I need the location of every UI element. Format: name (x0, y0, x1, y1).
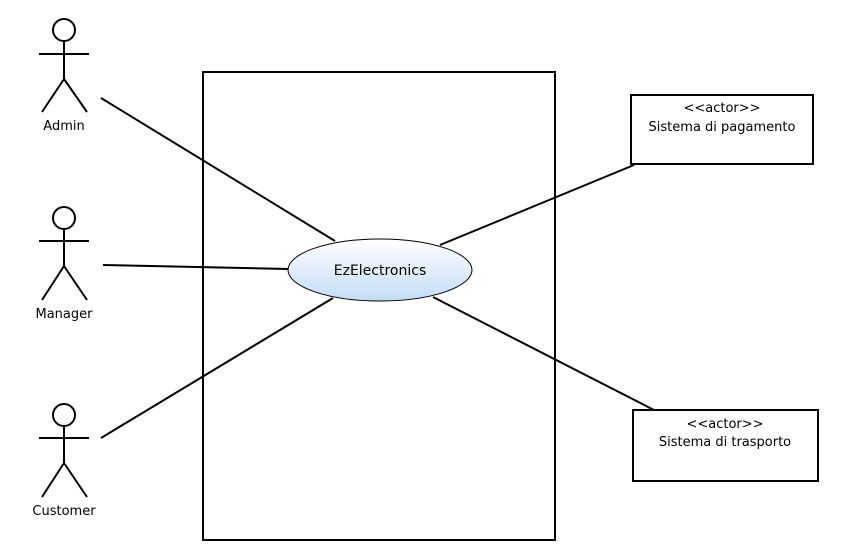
stick-figure-icon (39, 403, 89, 498)
external-system-shipping[interactable]: <<actor>> Sistema di trasporto (632, 409, 819, 482)
use-case-ellipse (287, 238, 473, 302)
stereotype-label: <<actor>> (683, 101, 760, 116)
external-system-box (630, 94, 814, 165)
actor-label: Customer (32, 504, 96, 519)
external-system-label: Sistema di pagamento (649, 120, 796, 135)
actor-customer[interactable]: Customer (32, 403, 96, 519)
association-payment (439, 164, 635, 246)
use-case-ezelectronics[interactable]: EzElectronics (287, 238, 473, 302)
association-shipping (432, 296, 655, 411)
association-manager (102, 264, 289, 270)
association-admin (100, 97, 336, 242)
actor-admin[interactable]: Admin (39, 18, 89, 134)
stereotype-label: <<actor>> (686, 417, 763, 432)
actor-manager[interactable]: Manager (36, 206, 94, 322)
stick-figure-icon (39, 206, 89, 301)
association-customer (100, 297, 334, 439)
actor-label: Manager (36, 307, 94, 322)
external-system-box (632, 409, 819, 482)
stick-figure-icon (39, 18, 89, 113)
system-boundary (202, 71, 556, 541)
external-system-payment[interactable]: <<actor>> Sistema di pagamento (630, 94, 814, 165)
actor-label: Admin (43, 119, 84, 134)
external-system-label: Sistema di trasporto (659, 435, 791, 450)
use-case-label: EzElectronics (334, 263, 427, 279)
